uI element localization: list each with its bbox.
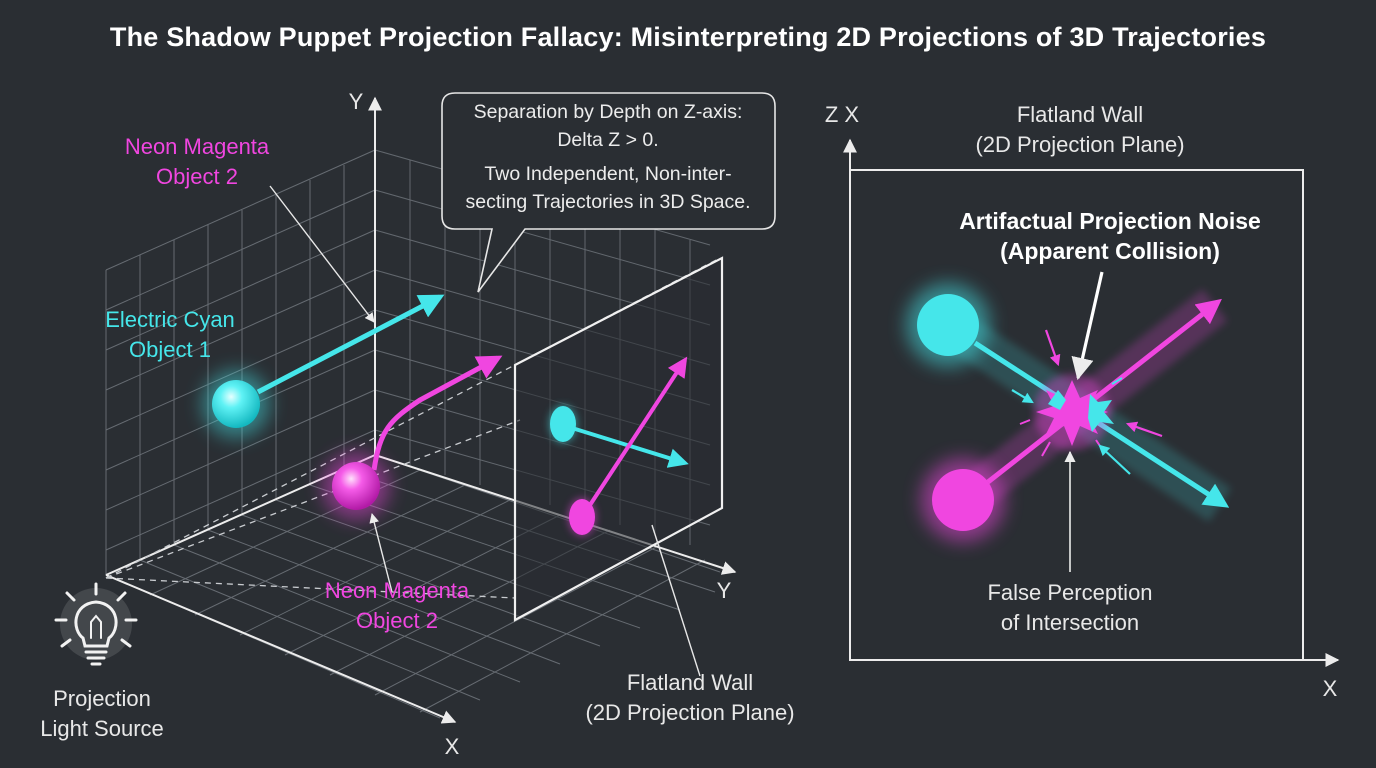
cyan-shadow	[549, 405, 689, 468]
noise-label: Artifactual Projection Noise (Apparent C…	[959, 208, 1261, 264]
cyan-object-1	[202, 294, 445, 438]
axis-y-top-label: Y	[348, 89, 364, 114]
collision-burst	[1019, 374, 1123, 457]
indicator-arrows	[1011, 329, 1163, 475]
axis-x-bottom	[105, 574, 457, 724]
right-axis-top-label: Z X	[824, 102, 860, 127]
right-wall-label: Flatland Wall (2D Projection Plane)	[975, 102, 1185, 157]
axis-y-right-label: Y	[716, 578, 732, 603]
right-magenta-trajectory	[921, 298, 1222, 542]
right-axis-right-label: X	[1322, 676, 1338, 701]
light-source-label: Projection Light Source	[40, 686, 164, 741]
cyan-object-label: Electric Cyan Object 1	[105, 307, 235, 362]
left-leader-lines	[269, 185, 701, 677]
callout-bubble	[441, 92, 776, 293]
left-wall-label: Flatland Wall (2D Projection Plane)	[585, 670, 795, 725]
page-title: The Shadow Puppet Projection Fallacy: Mi…	[109, 22, 1267, 52]
axis-x-bottom-label: X	[444, 734, 460, 759]
callout-text: Separation by Depth on Z-axis: Delta Z >…	[465, 101, 751, 213]
magenta-shadow	[568, 356, 688, 536]
light-bulb-icon	[54, 582, 138, 666]
false-perception-label: False Perception of Intersection	[987, 580, 1153, 635]
flatland-wall-plane	[513, 256, 724, 622]
magenta-bottom-label: Neon Magenta Object 2	[324, 578, 470, 633]
noise-pointer	[1071, 271, 1104, 381]
magenta-top-label: Neon Magenta Object 2	[124, 134, 270, 189]
magenta-object-2	[322, 355, 503, 520]
right-wall-frame	[849, 169, 1304, 661]
